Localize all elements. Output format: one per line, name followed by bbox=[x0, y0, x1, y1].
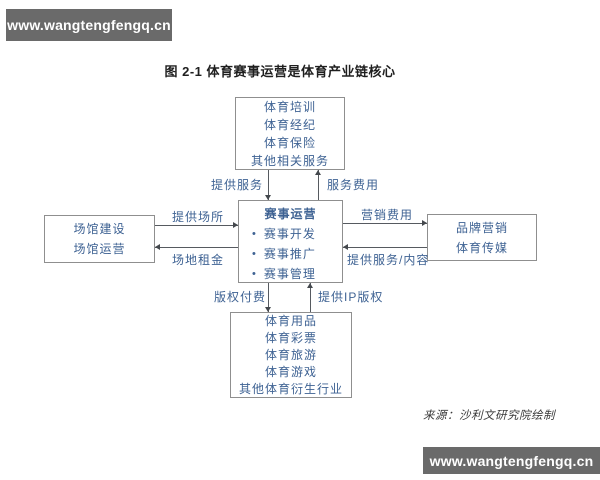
connector-top-up-line bbox=[318, 170, 319, 200]
box-item: • 赛事推广 bbox=[239, 244, 342, 264]
edge-label-marketing-fee: 营销费用 bbox=[361, 208, 414, 222]
connector-left-right-line bbox=[155, 225, 238, 226]
box-item: 体育用品 bbox=[264, 313, 317, 328]
edge-label-provide-services-content: 提供服务/内容 bbox=[347, 253, 430, 267]
watermark-banner-bottom: www.wangtengfengq.cn bbox=[423, 447, 600, 474]
arrowhead-down-icon bbox=[264, 195, 271, 200]
box-item: • 赛事管理 bbox=[239, 264, 342, 284]
arrowhead-right-icon bbox=[233, 221, 238, 228]
arrowhead-up-icon bbox=[314, 170, 321, 175]
box-related-services: 体育培训 体育经纪 体育保险 其他相关服务 bbox=[235, 97, 345, 170]
bullet-icon: • bbox=[252, 268, 257, 280]
box-item: 体育游戏 bbox=[264, 364, 317, 379]
box-item: 体育彩票 bbox=[264, 330, 317, 345]
box-item: 场馆运营 bbox=[73, 242, 126, 256]
edge-label-service-fee: 服务费用 bbox=[327, 178, 380, 192]
box-item-label: 赛事管理 bbox=[263, 267, 316, 281]
box-derivative-industries: 体育用品 体育彩票 体育旅游 体育游戏 其他体育衍生行业 bbox=[230, 312, 352, 398]
box-event-operation: 赛事运营 • 赛事开发 • 赛事推广 • 赛事管理 bbox=[238, 200, 343, 283]
box-item: 品牌营销 bbox=[455, 220, 508, 235]
connector-bottom-down-line bbox=[268, 283, 269, 312]
connector-left-left-line bbox=[155, 247, 238, 248]
source-note: 来源：沙利文研究院绘制 bbox=[423, 410, 555, 422]
bullet-icon: • bbox=[252, 248, 257, 260]
center-box-title: 赛事运营 bbox=[264, 207, 317, 221]
box-item: 其他相关服务 bbox=[250, 153, 329, 168]
arrowhead-right-icon bbox=[422, 219, 427, 226]
box-venues: 场馆建设 场馆运营 bbox=[44, 215, 155, 263]
box-item: 体育保险 bbox=[263, 135, 316, 150]
box-marketing-media: 品牌营销 体育传媒 bbox=[427, 214, 537, 261]
box-item-label: 赛事开发 bbox=[263, 227, 316, 241]
edge-label-provide-ip: 提供IP版权 bbox=[318, 290, 384, 304]
box-item: 体育培训 bbox=[263, 99, 316, 114]
connector-right-right-line bbox=[343, 223, 427, 224]
edge-label-venue-rent: 场地租金 bbox=[172, 253, 225, 267]
edge-label-copyright-payment: 版权付费 bbox=[214, 290, 267, 304]
box-item-label: 赛事推广 bbox=[263, 247, 316, 261]
arrowhead-left-icon bbox=[155, 243, 160, 250]
connector-right-left-line bbox=[343, 247, 427, 248]
connector-bottom-up-line bbox=[310, 283, 311, 312]
edge-label-provide-venue: 提供场所 bbox=[172, 210, 225, 224]
bullet-icon: • bbox=[252, 228, 257, 240]
edge-label-provide-services: 提供服务 bbox=[211, 178, 264, 192]
watermark-banner-top: www.wangtengfengq.cn bbox=[6, 9, 172, 41]
box-item: 体育传媒 bbox=[455, 240, 508, 255]
box-item: 体育旅游 bbox=[264, 347, 317, 362]
box-item: • 赛事开发 bbox=[239, 224, 342, 244]
arrowhead-left-icon bbox=[343, 243, 348, 250]
arrowhead-down-icon bbox=[264, 307, 271, 312]
box-item: 场馆建设 bbox=[73, 222, 126, 236]
arrowhead-up-icon bbox=[306, 283, 313, 288]
box-item: 体育经纪 bbox=[263, 117, 316, 132]
figure-title: 图 2-1 体育赛事运营是体育产业链核心 bbox=[164, 64, 396, 79]
connector-top-down-line bbox=[268, 170, 269, 200]
box-item: 其他体育衍生行业 bbox=[238, 381, 343, 396]
